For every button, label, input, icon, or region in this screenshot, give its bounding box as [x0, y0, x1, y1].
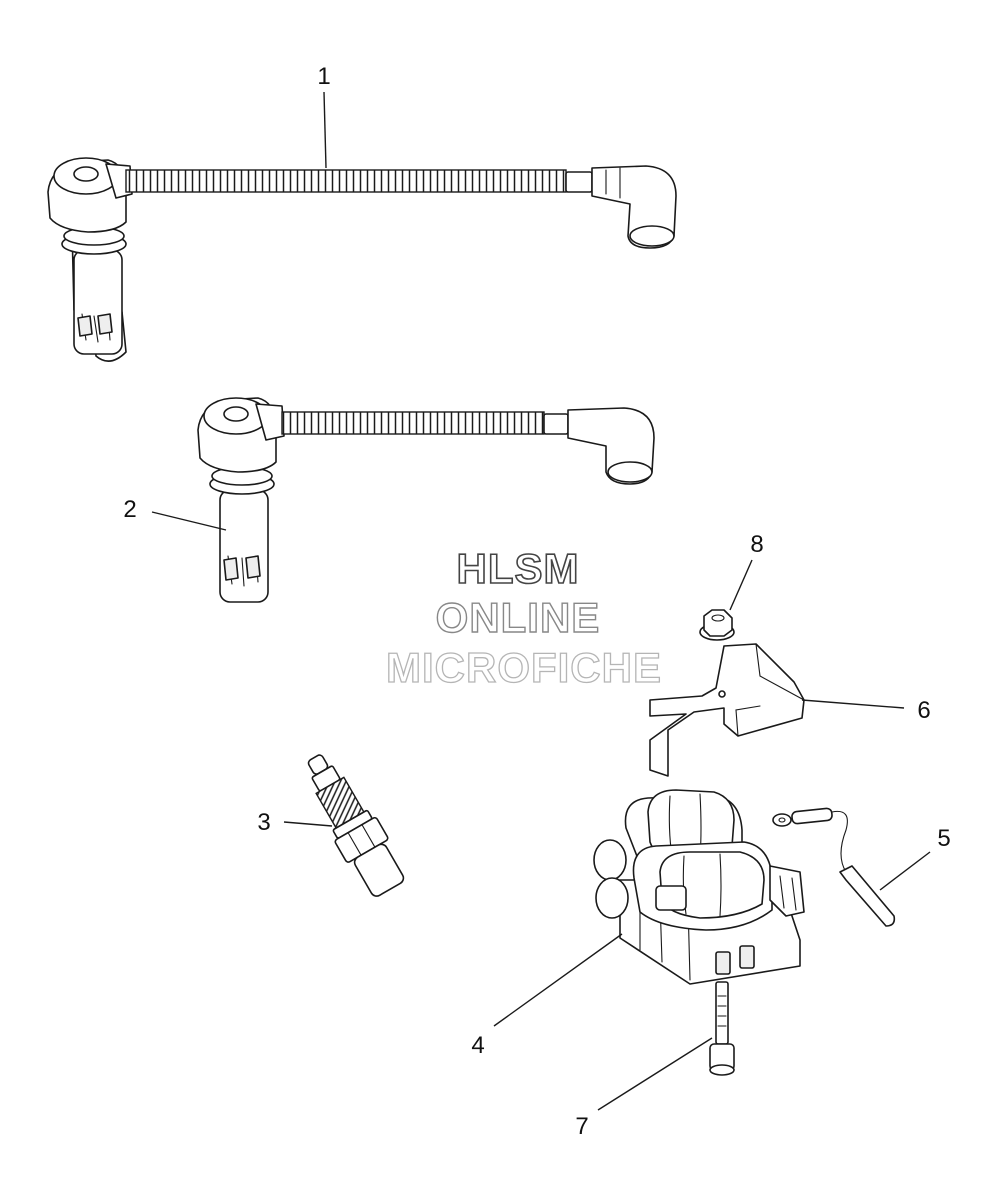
callout-7: 7 — [575, 1113, 588, 1140]
leader-8 — [729, 559, 753, 611]
leader-lines — [151, 91, 931, 1111]
watermark: HLSM ONLINE MICROFICHE — [385, 544, 662, 691]
leader-1 — [323, 91, 327, 169]
callout-2: 2 — [123, 496, 136, 523]
coil-mount-bolt[interactable] — [709, 981, 735, 1076]
watermark-line-2: ONLINE — [436, 594, 601, 641]
watermark-line-1: HLSM — [457, 545, 580, 592]
callout-3: 3 — [257, 809, 270, 836]
callout-4: 4 — [471, 1032, 484, 1059]
callout-6: 6 — [917, 697, 930, 724]
spark-plug[interactable] — [293, 746, 411, 902]
callout-labels: 1 2 3 4 5 6 7 8 — [123, 63, 950, 1140]
callout-5: 5 — [937, 825, 950, 852]
spark-plug-wire-long[interactable] — [47, 157, 677, 362]
leader-2 — [151, 511, 227, 531]
watermark-line-3: MICROFICHE — [386, 644, 662, 691]
spark-plug-wire-short[interactable] — [197, 397, 655, 603]
callout-8: 8 — [750, 531, 763, 558]
coil-bracket[interactable] — [649, 643, 805, 777]
ignition-coil[interactable] — [593, 789, 805, 985]
leader-4 — [493, 933, 623, 1027]
ground-wire[interactable] — [772, 807, 896, 927]
leader-3 — [283, 821, 333, 827]
leader-5 — [879, 851, 931, 891]
flange-nut[interactable] — [699, 609, 735, 641]
leader-6 — [801, 699, 905, 709]
leader-7 — [597, 1037, 713, 1111]
callout-1: 1 — [317, 63, 330, 90]
